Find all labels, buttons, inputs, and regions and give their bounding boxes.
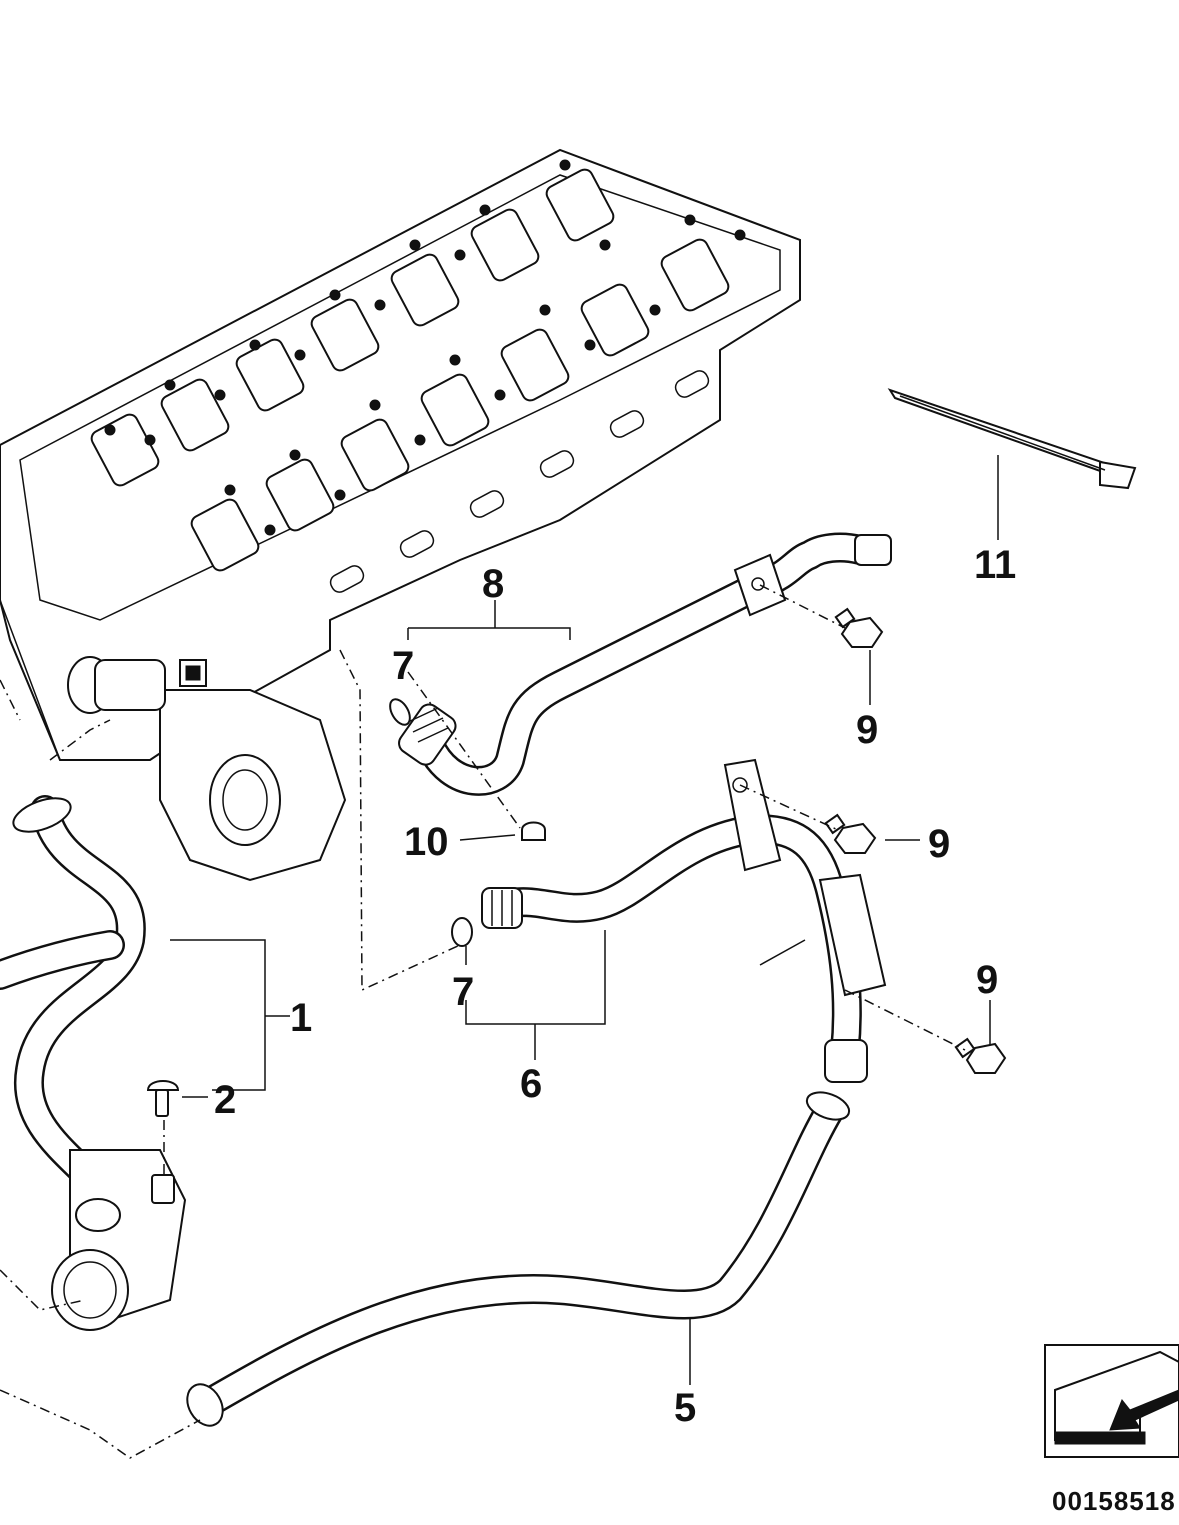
dashed-guide-lines — [0, 584, 966, 1459]
hose-part-1 — [0, 795, 187, 1331]
bolt-part-9c — [954, 1037, 1007, 1074]
camshaft-bearing-caps — [90, 168, 730, 572]
callout-2: 2 — [214, 1078, 237, 1122]
seal-ring-part-7b — [451, 917, 473, 947]
cable-tie-part-11 — [887, 388, 1137, 490]
clip-part-10 — [521, 821, 546, 841]
pipe-part-6 — [481, 758, 887, 1083]
callout-1: 1 — [290, 996, 313, 1040]
callout-6: 6 — [520, 1062, 543, 1106]
engine-cylinder-head — [0, 148, 801, 882]
seal-ring-part-7a — [389, 698, 411, 726]
callout-11: 11 — [974, 543, 1017, 587]
bolt-part-9b — [824, 813, 877, 854]
callout-7-lower: 7 — [452, 970, 475, 1014]
bolt-part-9a — [834, 607, 884, 648]
callout-9-middle: 9 — [928, 822, 951, 866]
leader-lines — [170, 455, 999, 1385]
callout-9-upper: 9 — [856, 708, 879, 752]
head-bolts — [104, 159, 746, 536]
callout-7-upper: 7 — [392, 644, 415, 688]
intake-ports — [329, 370, 710, 593]
callout-5: 5 — [674, 1386, 697, 1430]
arrow-orientation-icon — [1044, 1344, 1179, 1458]
pipe-part-8 — [398, 532, 892, 796]
callout-8: 8 — [482, 562, 505, 606]
screw-part-2 — [146, 1080, 180, 1117]
callout-9-lower: 9 — [976, 958, 999, 1002]
timing-cover — [159, 689, 347, 882]
document-number: 00158518 — [1052, 1486, 1176, 1516]
hose-part-5 — [186, 1091, 851, 1427]
thermostat-housing — [67, 656, 207, 714]
callout-10: 10 — [404, 820, 449, 864]
